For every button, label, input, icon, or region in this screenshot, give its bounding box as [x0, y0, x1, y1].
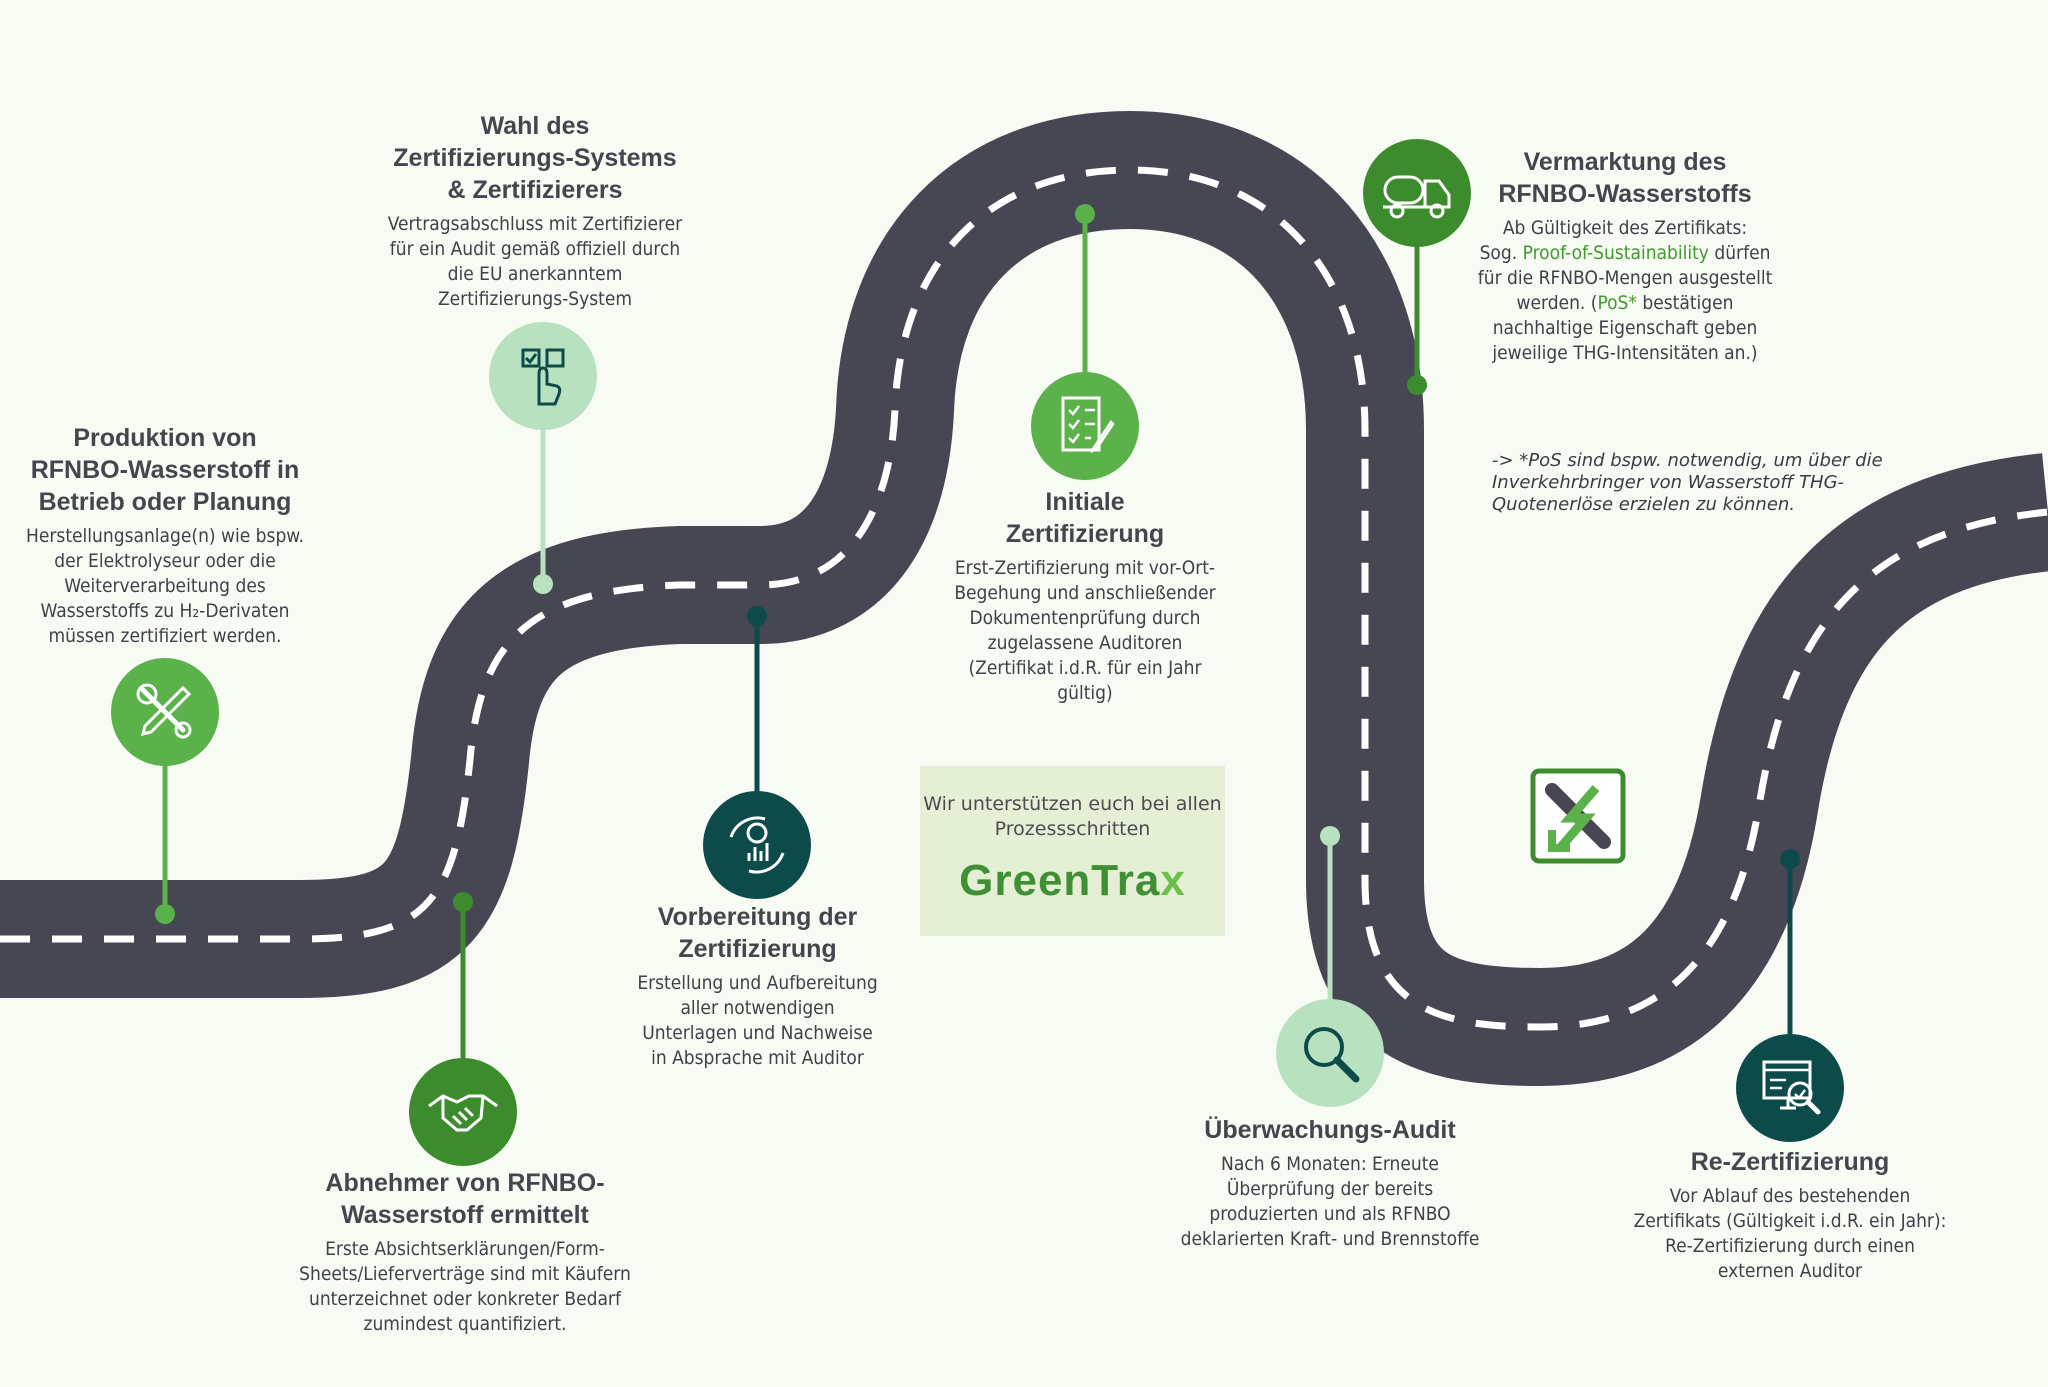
- checklist-icon: [1061, 396, 1115, 454]
- step-text: Vor Ablauf des bestehenden Zertifikats (…: [1633, 1185, 1947, 1282]
- step-text: Erstellung und Aufbereitung aller notwen…: [637, 972, 878, 1069]
- brand-main: GreenTra: [959, 856, 1161, 905]
- step-title: Re-Zertifizierung: [1690, 1148, 1890, 1176]
- step-circle-ueberwachung: [1276, 999, 1384, 1107]
- step-circle-initiale: [1031, 372, 1139, 480]
- step-ueberwachung: Überwachungs-Audit Nach 6 Monaten: Erneu…: [1150, 1114, 1510, 1252]
- milestone-dot-vermarktung: [1407, 375, 1427, 395]
- checkbox-select-icon: [521, 348, 565, 406]
- step-title: Produktion von RFNBO-Wasserstoff in Betr…: [30, 424, 300, 516]
- step-initiale: Initiale Zertifizierung Erst-Zertifizier…: [930, 486, 1240, 706]
- milestone-dot-ueberwachung: [1320, 826, 1340, 846]
- step-title: Überwachungs-Audit: [1204, 1116, 1456, 1144]
- promo-text: Wir unterstützen euch bei allen Prozesss…: [923, 793, 1222, 840]
- step-vermarktung: Vermarktung des RFNBO-Wasserstoffs Ab Gü…: [1470, 146, 1780, 366]
- tools-icon: [136, 683, 192, 739]
- step-circle-vermarktung: [1363, 139, 1471, 247]
- greentrax-badge-icon: [1530, 768, 1626, 864]
- tanker-truck-icon: [1383, 175, 1451, 219]
- brand-x: x: [1160, 856, 1186, 905]
- step-title: Abnehmer von RFNBO- Wasserstoff ermittel…: [325, 1169, 605, 1229]
- step-text: Ab Gültigkeit des Zertifikats: Sog. Proo…: [1470, 216, 1780, 366]
- handshake-icon: [428, 1094, 498, 1132]
- step-abnehmer: Abnehmer von RFNBO- Wasserstoff ermittel…: [270, 1167, 660, 1337]
- highlight-term: Proof-of-Sustainability: [1522, 242, 1709, 264]
- step-vorbereitung: Vorbereitung der Zertifizierung Erstellu…: [600, 901, 915, 1071]
- text-fragment: bestätigen nachhaltige Eigenschaft geben…: [1492, 292, 1758, 364]
- text-fragment: dürfen für die RFNBO-Mengen ausgestellt …: [1477, 242, 1773, 314]
- step-title: Vorbereitung der Zertifizierung: [657, 903, 858, 963]
- step-title: Initiale Zertifizierung: [1005, 488, 1165, 548]
- milestone-dot-produktion: [155, 904, 175, 924]
- magnifier-icon: [1304, 1027, 1360, 1083]
- brand-logo: GreenTrax: [920, 856, 1225, 906]
- road-center-dashes: [0, 166, 2048, 1031]
- step-circle-abnehmer: [409, 1058, 517, 1166]
- step-produktion: Produktion von RFNBO-Wasserstoff in Betr…: [10, 422, 320, 649]
- milestone-dot-wahl: [533, 574, 553, 594]
- milestone-dot-rezert: [1780, 849, 1800, 869]
- milestone-dot-initiale: [1075, 204, 1095, 224]
- analytics-icon: [729, 816, 785, 874]
- step-circle-vorbereitung: [703, 791, 811, 899]
- step-text: Nach 6 Monaten: Erneute Überprüfung der …: [1180, 1153, 1480, 1250]
- step-text: Vertragsabschluss mit Zertifizierer für …: [387, 213, 683, 310]
- step-text: Herstellungsanlage(n) wie bspw. der Elek…: [26, 525, 304, 647]
- step-title: Wahl des Zertifizierungs-Systems & Zerti…: [393, 112, 677, 204]
- greentrax-promo-box: Wir unterstützen euch bei allen Prozesss…: [920, 766, 1225, 936]
- text-fragment: Ab Gültigkeit des Zertifikats: Sog.: [1479, 217, 1748, 264]
- screen-audit-icon: [1762, 1060, 1821, 1115]
- milestone-dot-abnehmer: [453, 892, 473, 912]
- step-text: Erst-Zertifizierung mit vor-Ort- Begehun…: [954, 557, 1216, 704]
- highlight-term: PoS*: [1597, 292, 1637, 314]
- pos-footnote: -> *PoS sind bspw. notwendig, um über di…: [1492, 450, 1883, 515]
- step-text: Erste Absichtserklärungen/Form- Sheets/L…: [299, 1238, 631, 1335]
- step-circle-wahl: [489, 322, 597, 430]
- milestone-dot-vorbereitung: [747, 606, 767, 626]
- step-title: Vermarktung des RFNBO-Wasserstoffs: [1498, 148, 1752, 208]
- step-rezertifizierung: Re-Zertifizierung Vor Ablauf des bestehe…: [1610, 1146, 1970, 1284]
- step-wahl: Wahl des Zertifizierungs-Systems & Zerti…: [370, 110, 700, 312]
